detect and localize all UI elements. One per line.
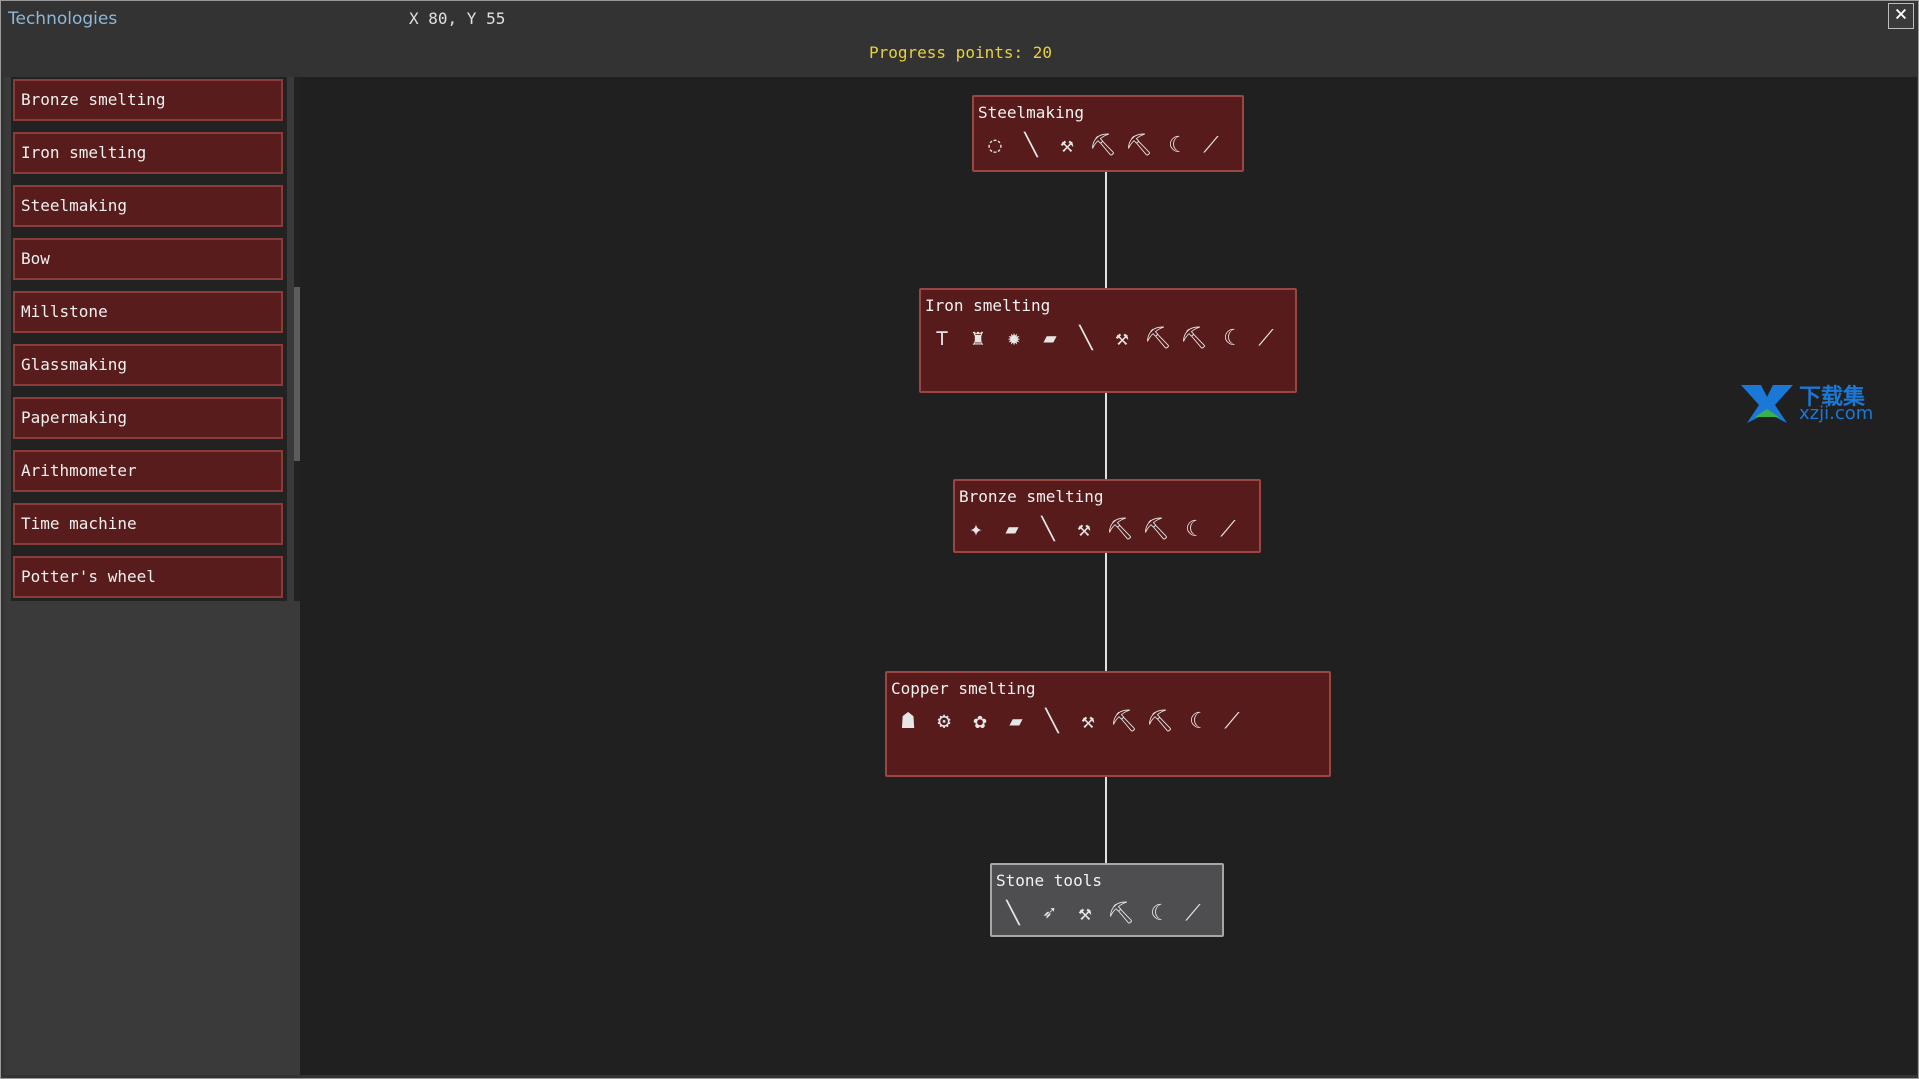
connector-line xyxy=(1105,553,1107,671)
ore-icon: ◌ xyxy=(988,133,1002,158)
tech-item-potters-wheel[interactable]: Potter's wheel xyxy=(13,556,283,598)
tech-item-arithmometer[interactable]: Arithmometer xyxy=(13,450,283,492)
ore-icon: ✹ xyxy=(1007,326,1021,351)
tech-item-bronze-smelting[interactable]: Bronze smelting xyxy=(13,79,283,121)
bloomery-icon: ♜ xyxy=(971,326,985,351)
watermark-brand: 下载集 xyxy=(1799,385,1866,410)
axe-icon: ⛏ xyxy=(1106,517,1134,542)
shovel-icon: ╲ xyxy=(1006,901,1020,926)
sickle-icon: ☾ xyxy=(1168,133,1182,158)
pickaxe-icon: ⛏ xyxy=(1107,901,1135,926)
pickaxe-icon: ⛏ xyxy=(1142,517,1170,542)
node-icons: ☗ ⚙ ✿ ▰ ╲ ⚒ ⛏ ⛏ ☾ ⟋ xyxy=(893,707,1247,737)
connector-line xyxy=(1105,777,1107,863)
node-icons: ◌ ╲ ⚒ ⛏ ⛏ ☾ ⟋ xyxy=(980,131,1226,161)
sidebar-scrollbar[interactable] xyxy=(294,77,300,601)
axe-icon: ⛏ xyxy=(1144,326,1172,351)
close-button[interactable]: × xyxy=(1888,3,1914,29)
tech-item-steelmaking[interactable]: Steelmaking xyxy=(13,185,283,227)
node-icons: ⊤ ♜ ✹ ▰ ╲ ⚒ ⛏ ⛏ ☾ ⟋ xyxy=(927,324,1281,354)
node-icons: ✦ ▰ ╲ ⚒ ⛏ ⛏ ☾ ⟋ xyxy=(961,515,1243,545)
tech-item-papermaking[interactable]: Papermaking xyxy=(13,397,283,439)
node-icons: ╲ ➶ ⚒ ⛏ ☾ ⟋ xyxy=(998,899,1208,929)
spear-icon: ➶ xyxy=(1042,901,1056,926)
ore-icon: ✿ xyxy=(973,709,987,734)
watermark-icon xyxy=(1741,385,1793,423)
axe-icon: ⚒ xyxy=(1078,901,1092,926)
tech-item-time-machine[interactable]: Time machine xyxy=(13,503,283,545)
hammer-icon: ⚒ xyxy=(1081,709,1095,734)
hoe-icon: ⟋ xyxy=(1258,326,1274,351)
connector-line xyxy=(1105,172,1107,288)
node-title: Copper smelting xyxy=(891,679,1036,698)
ore-icon: ✦ xyxy=(969,517,983,542)
sickle-icon: ☾ xyxy=(1223,326,1237,351)
shovel-icon: ╲ xyxy=(1041,517,1055,542)
node-title: Stone tools xyxy=(996,871,1102,890)
watermark-logo: 下载集 xzji.com xyxy=(1741,379,1881,427)
pickaxe-icon: ⛏ xyxy=(1125,133,1153,158)
sickle-icon: ☾ xyxy=(1189,709,1203,734)
hammer-icon: ⚒ xyxy=(1077,517,1091,542)
node-title: Bronze smelting xyxy=(959,487,1104,506)
window-title: Technologies xyxy=(8,9,118,29)
tech-list: Bronze smelting Iron smelting Steelmakin… xyxy=(11,77,287,601)
pickaxe-icon: ⛏ xyxy=(1180,326,1208,351)
axe-icon: ⛏ xyxy=(1110,709,1138,734)
axe-icon: ⛏ xyxy=(1089,133,1117,158)
tech-node-iron-smelting[interactable]: Iron smelting ⊤ ♜ ✹ ▰ ╲ ⚒ ⛏ ⛏ ☾ ⟋ xyxy=(919,288,1297,393)
node-title: Steelmaking xyxy=(978,103,1084,122)
pickaxe-icon: ⛏ xyxy=(1146,709,1174,734)
sickle-icon: ☾ xyxy=(1185,517,1199,542)
ingot-icon: ▰ xyxy=(1005,517,1019,542)
gear-icon: ⚙ xyxy=(937,709,951,734)
hoe-icon: ⟋ xyxy=(1203,133,1219,158)
watermark-url: xzji.com xyxy=(1799,403,1874,424)
node-title: Iron smelting xyxy=(925,296,1051,315)
tech-item-iron-smelting[interactable]: Iron smelting xyxy=(13,132,283,174)
close-icon: × xyxy=(1894,2,1908,27)
tech-item-bow[interactable]: Bow xyxy=(13,238,283,280)
shovel-icon: ╲ xyxy=(1079,326,1093,351)
tech-sidebar: Bronze smelting Iron smelting Steelmakin… xyxy=(4,77,300,1075)
hammer-icon: ⚒ xyxy=(1115,326,1129,351)
tech-node-stone-tools[interactable]: Stone tools ╲ ➶ ⚒ ⛏ ☾ ⟋ xyxy=(990,863,1224,937)
hoe-icon: ⟋ xyxy=(1185,901,1201,926)
hoe-icon: ⟋ xyxy=(1220,517,1236,542)
tech-item-glassmaking[interactable]: Glassmaking xyxy=(13,344,283,386)
shovel-icon: ╲ xyxy=(1045,709,1059,734)
progress-points: Progress points: 20 xyxy=(868,43,1053,62)
coordinates-readout: X 80, Y 55 xyxy=(409,9,506,28)
ingot-icon: ▰ xyxy=(1009,709,1023,734)
tech-item-millstone[interactable]: Millstone xyxy=(13,291,283,333)
kiln-icon: ☗ xyxy=(901,709,915,734)
tech-node-steelmaking[interactable]: Steelmaking ◌ ╲ ⚒ ⛏ ⛏ ☾ ⟋ xyxy=(972,95,1244,172)
tech-node-copper-smelting[interactable]: Copper smelting ☗ ⚙ ✿ ▰ ╲ ⚒ ⛏ ⛏ ☾ ⟋ xyxy=(885,671,1331,777)
sickle-icon: ☾ xyxy=(1150,901,1164,926)
hoe-icon: ⟋ xyxy=(1224,709,1240,734)
ingot-icon: ▰ xyxy=(1043,326,1057,351)
hammer-icon: ⚒ xyxy=(1060,133,1074,158)
anvil-icon: ⊤ xyxy=(935,326,949,351)
scrollbar-thumb[interactable] xyxy=(294,287,300,461)
shovel-icon: ╲ xyxy=(1024,133,1038,158)
connector-line xyxy=(1105,393,1107,479)
tech-node-bronze-smelting[interactable]: Bronze smelting ✦ ▰ ╲ ⚒ ⛏ ⛏ ☾ ⟋ xyxy=(953,479,1261,553)
